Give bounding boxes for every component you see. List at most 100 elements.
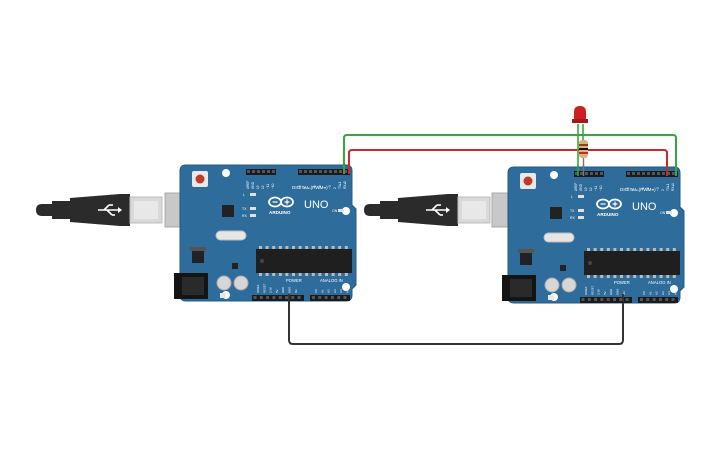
header-pin[interactable] — [334, 170, 337, 173]
led-component[interactable] — [572, 106, 588, 123]
power-pin[interactable] — [259, 296, 263, 299]
header-pin[interactable] — [299, 170, 302, 173]
power-pin[interactable] — [297, 296, 301, 299]
chip-pin — [311, 246, 315, 249]
chip-pin — [331, 246, 335, 249]
header-pin[interactable] — [672, 172, 675, 175]
chip-pin — [298, 273, 302, 276]
pin-label-9: ~6 — [313, 185, 317, 189]
header-pin[interactable] — [637, 172, 640, 175]
chip-pin — [659, 275, 663, 278]
analog-pin[interactable] — [343, 296, 347, 299]
header-pin[interactable] — [324, 170, 327, 173]
pin-label-11: 4 — [651, 189, 655, 191]
analog-pin[interactable] — [324, 296, 328, 299]
power-pin[interactable] — [285, 296, 288, 299]
header-pin[interactable] — [580, 172, 583, 175]
analog-pin-label-4: A4 — [667, 291, 671, 295]
analog-pin[interactable] — [665, 298, 669, 301]
analog-label: ANALOG IN — [648, 280, 671, 285]
pin-label-15: RX◂0 — [343, 181, 347, 189]
usb-cable-tip — [36, 204, 52, 216]
analog-pin[interactable] — [312, 296, 315, 299]
header-pin[interactable] — [647, 172, 650, 175]
header-pin[interactable] — [247, 170, 250, 173]
chip-pin — [653, 275, 656, 278]
power-pin[interactable] — [594, 298, 598, 301]
power-pin-label-2: 3.3V — [597, 289, 601, 295]
power-pin[interactable] — [613, 298, 616, 301]
analog-pin[interactable] — [318, 296, 322, 299]
power-pin[interactable] — [606, 298, 610, 301]
led-rx-label: RX — [242, 214, 248, 218]
power-pin[interactable] — [600, 298, 604, 301]
chip-pin — [593, 275, 597, 278]
chip-pin — [626, 248, 630, 251]
usb-cable-right[interactable] — [364, 192, 529, 228]
header-pin[interactable] — [600, 172, 603, 175]
header-pin[interactable] — [657, 172, 660, 175]
power-pin-label-3: 5V — [603, 291, 607, 295]
capacitor — [561, 277, 577, 293]
led-rx — [578, 216, 584, 219]
analog-pin[interactable] — [646, 298, 650, 301]
analog-pin[interactable] — [671, 298, 675, 301]
power-pin[interactable] — [581, 298, 585, 301]
header-pin[interactable] — [319, 170, 322, 173]
header-pin[interactable] — [662, 172, 665, 175]
analog-label: ANALOG IN — [320, 278, 343, 283]
header-pin[interactable] — [252, 170, 255, 173]
capacitor — [216, 275, 232, 291]
chip-pin — [338, 246, 342, 249]
usb-cable-left[interactable] — [36, 192, 202, 228]
header-pin[interactable] — [590, 172, 593, 175]
header-pin[interactable] — [344, 170, 347, 173]
power-pin[interactable] — [625, 298, 629, 301]
led-icon — [574, 106, 586, 120]
header-pin[interactable] — [262, 170, 265, 173]
pin-label-7: 8 — [631, 189, 635, 191]
power-pin[interactable] — [587, 298, 591, 301]
reset-button-cap — [523, 176, 533, 186]
header-pin[interactable] — [595, 172, 598, 175]
chip-pin — [344, 273, 348, 276]
wire-green[interactable] — [343, 134, 677, 172]
header-pin[interactable] — [585, 172, 588, 175]
header-pin[interactable] — [257, 170, 260, 173]
header-pin[interactable] — [309, 170, 312, 173]
header-pin[interactable] — [652, 172, 655, 175]
header-pin[interactable] — [314, 170, 317, 173]
power-label: POWER — [614, 280, 630, 285]
atmega-chip — [256, 249, 352, 273]
power-pin[interactable] — [278, 296, 282, 299]
analog-pin[interactable] — [337, 296, 341, 299]
power-pin[interactable] — [291, 296, 295, 299]
chip-notch — [588, 261, 592, 265]
power-pin[interactable] — [619, 298, 623, 301]
header-pin[interactable] — [329, 170, 332, 173]
analog-pin[interactable] — [658, 298, 662, 301]
header-pin[interactable] — [627, 172, 630, 175]
power-pin[interactable] — [266, 296, 270, 299]
header-pin[interactable] — [632, 172, 635, 175]
header-pin[interactable] — [267, 170, 270, 173]
header-pin[interactable] — [575, 172, 578, 175]
analog-pin[interactable] — [652, 298, 656, 301]
chip-pin — [620, 275, 623, 278]
power-pin[interactable] — [272, 296, 276, 299]
power-pin[interactable] — [253, 296, 257, 299]
digital-label: DIGITAL (PWM~) — [292, 185, 328, 190]
header-pin[interactable] — [667, 172, 670, 175]
power-pin-label-4: GND — [281, 287, 285, 293]
wire-red[interactable] — [348, 149, 668, 172]
wire-black-ground[interactable] — [288, 300, 624, 345]
header-pin[interactable] — [339, 170, 342, 173]
analog-pin[interactable] — [640, 298, 643, 301]
header-pin[interactable] — [272, 170, 275, 173]
header-pin[interactable] — [642, 172, 645, 175]
analog-pin[interactable] — [330, 296, 334, 299]
header-pin[interactable] — [304, 170, 307, 173]
analog-pin-label-4: A4 — [339, 289, 343, 293]
